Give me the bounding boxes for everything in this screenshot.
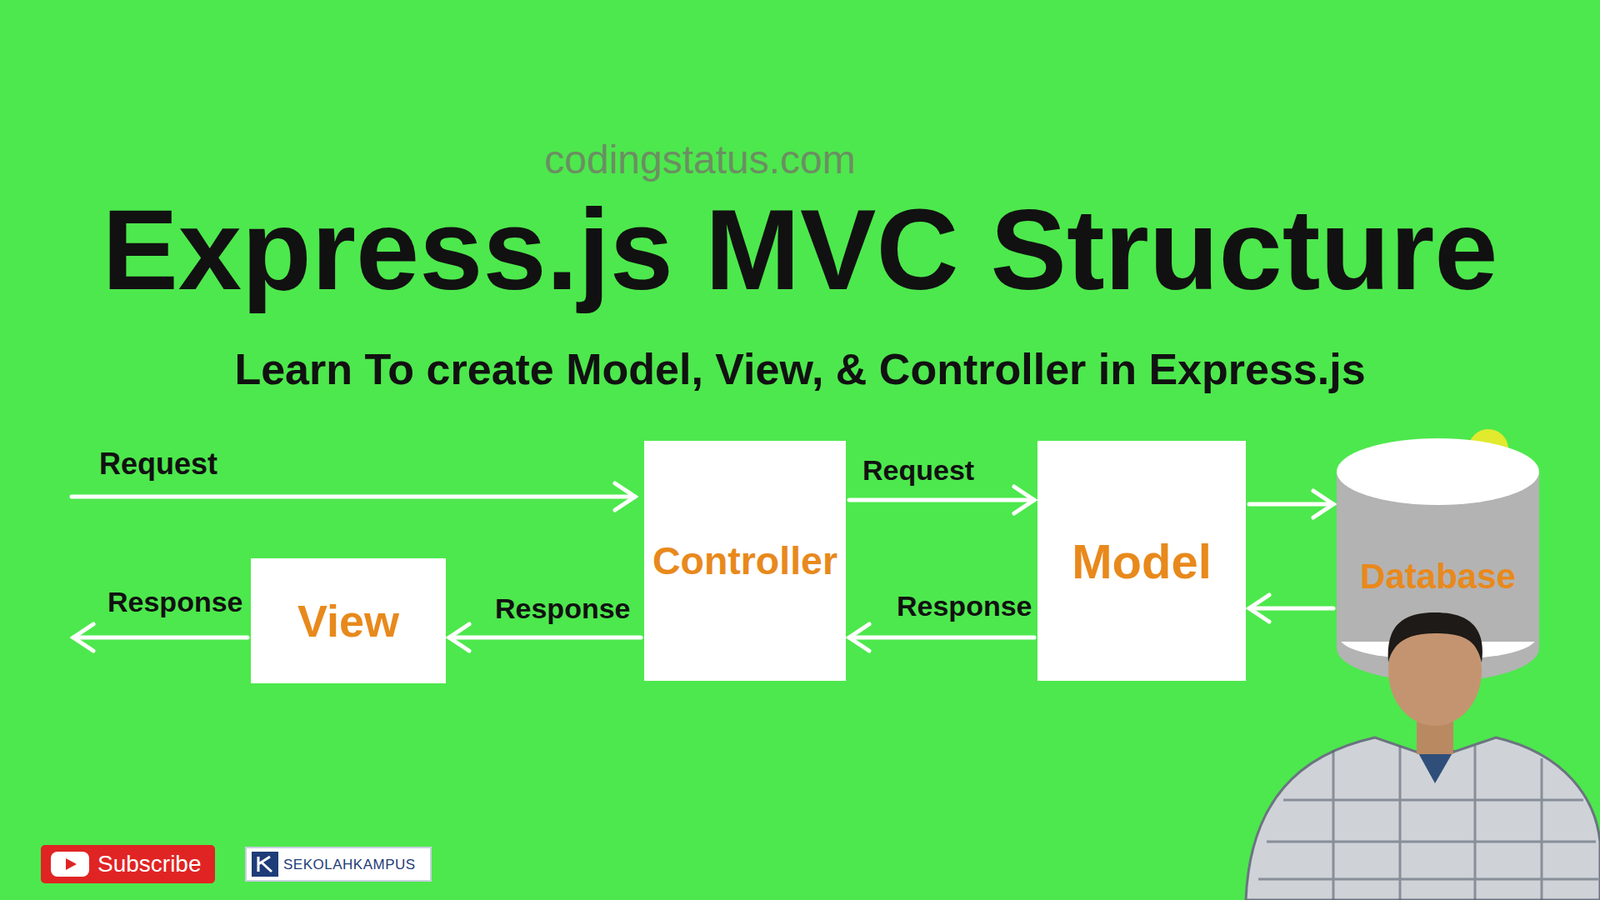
process-box: Model (1037, 440, 1246, 681)
process-box: Controller (644, 440, 846, 681)
arrow-label: Request (99, 446, 218, 482)
flow-arrow (1249, 595, 1334, 622)
diagram-title: Express.js MVC Structure (0, 187, 1600, 314)
process-box: View (250, 558, 446, 684)
subscribe-button: Subscribe (40, 845, 215, 884)
node-text: Model (1071, 533, 1212, 590)
diagram-subtitle: Learn To create Model, View, & Controlle… (0, 343, 1600, 395)
logo-badge: SEKOLAHKAMPUS (245, 846, 432, 882)
arrow-label: Response (107, 585, 244, 619)
button-text: Subscribe (97, 850, 202, 878)
flow-arrow (849, 486, 1035, 514)
arrow-label: Response (495, 592, 631, 625)
node-text: View (297, 595, 400, 647)
flow-arrow (1249, 490, 1334, 518)
node-text: Database (1360, 556, 1516, 597)
arrow-label: Response (896, 590, 1033, 623)
flow-arrow (849, 624, 1035, 651)
node-text: Controller (652, 538, 838, 584)
watermark: codingstatus.com (0, 136, 1400, 183)
logo-mark (251, 851, 279, 877)
flow-arrow (449, 624, 641, 651)
arrow-label: Request (862, 454, 975, 487)
logo-text: SEKOLAHKAMPUS (283, 856, 416, 874)
youtube-icon (50, 851, 90, 877)
